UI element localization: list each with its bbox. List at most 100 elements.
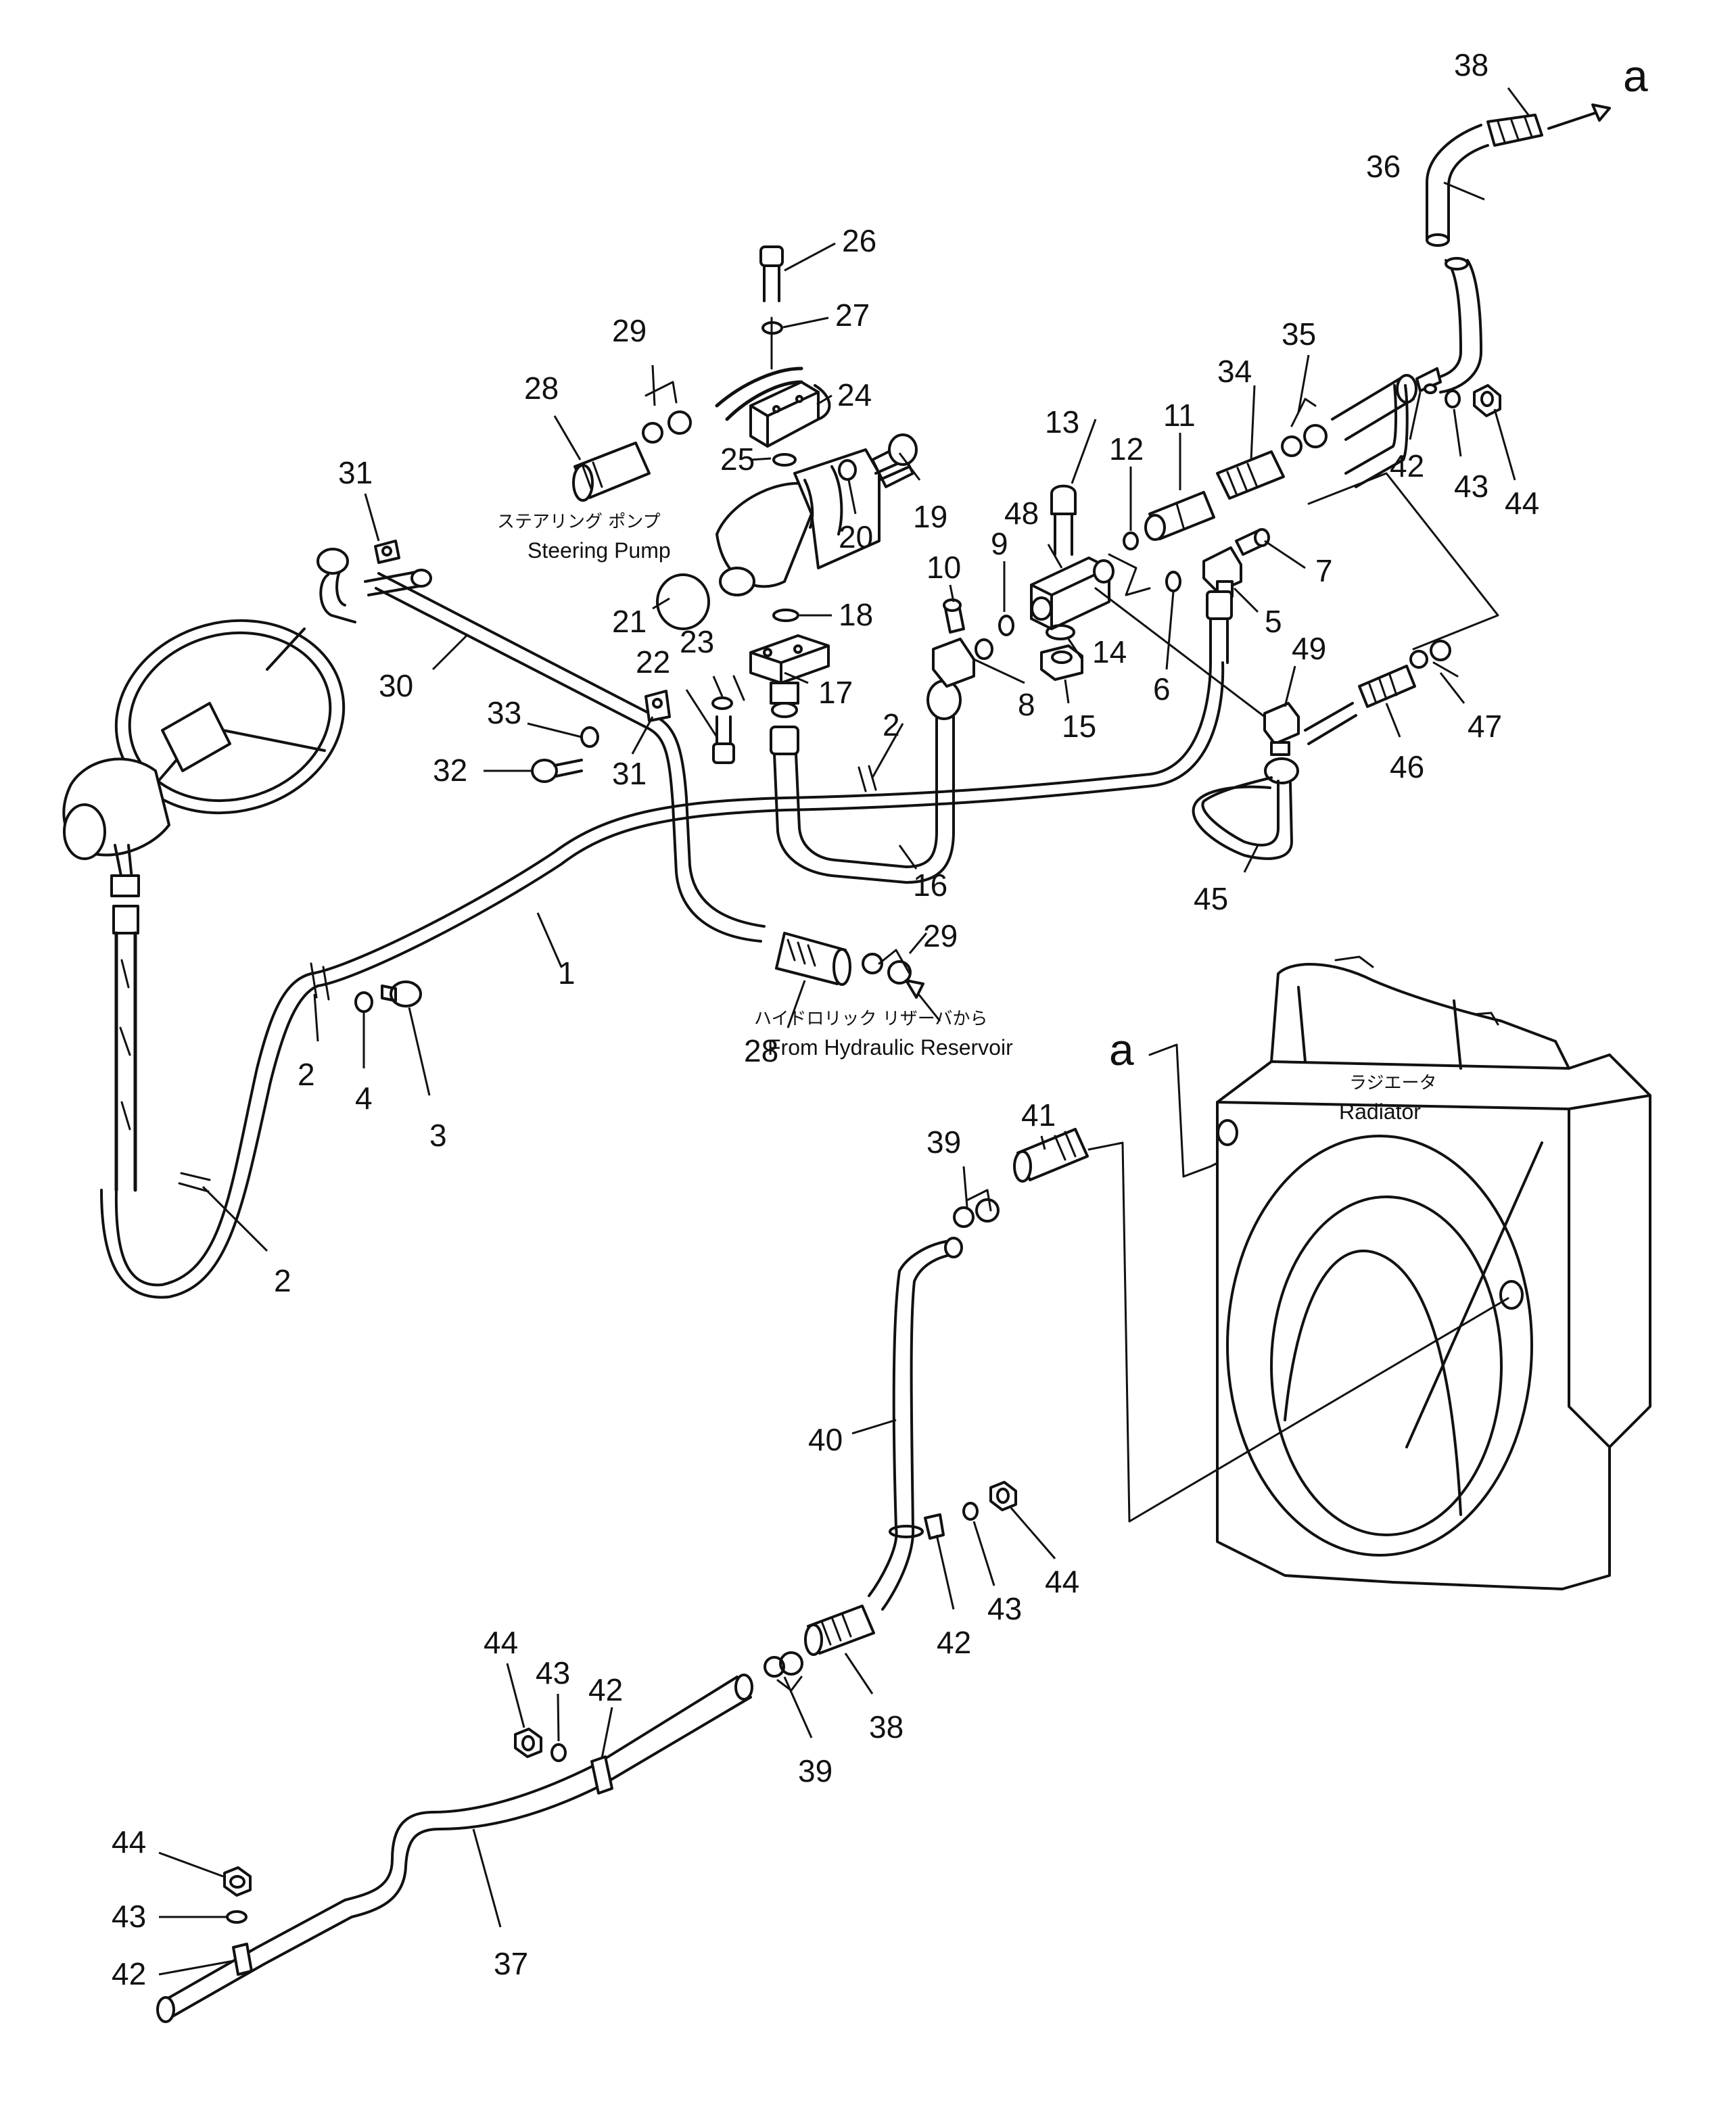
- pipe-37: [156, 1674, 753, 2023]
- connector-48-49: [1094, 587, 1266, 718]
- callout-44-mid: 44: [1045, 1564, 1079, 1599]
- elbow-8: [932, 638, 993, 688]
- clip-42-mid: [924, 1513, 945, 1540]
- bracket-31-mid: [644, 690, 671, 722]
- callout-5: 5: [1265, 604, 1282, 639]
- hose-40: [868, 1237, 963, 1611]
- nut-15: [1040, 644, 1083, 681]
- callout-38-top: 38: [1454, 47, 1488, 82]
- bolt-19: [871, 433, 918, 488]
- callout-25: 25: [720, 442, 755, 477]
- callout-42-lower: 42: [588, 1672, 623, 1707]
- callout-8: 8: [1018, 687, 1035, 722]
- plug-7: [1235, 528, 1270, 556]
- connector-48-6: [1108, 553, 1151, 596]
- bracket-17: [732, 675, 745, 701]
- hose-45: [1192, 757, 1299, 860]
- pipe-return-upper: [1331, 374, 1417, 488]
- bracket-31-top: [374, 540, 400, 564]
- callout-1: 1: [558, 955, 576, 991]
- pipe-49-46: [1304, 702, 1357, 745]
- callout-28-top: 28: [524, 371, 559, 406]
- callout-18: 18: [839, 597, 873, 632]
- callout-44-lower: 44: [484, 1625, 518, 1660]
- callout-44-top: 44: [1505, 485, 1539, 521]
- callout-33: 33: [487, 695, 521, 730]
- callout-47: 47: [1468, 709, 1502, 744]
- callout-21: 21: [612, 604, 647, 639]
- callout-9: 9: [991, 526, 1008, 561]
- callout-42-top: 42: [1390, 448, 1424, 483]
- nut-44-top: [1473, 384, 1501, 417]
- callout-31-mid: 31: [612, 756, 647, 791]
- callout-32: 32: [433, 753, 467, 788]
- callout-37: 37: [494, 1946, 528, 1981]
- o-ring-21: [656, 573, 710, 630]
- washer-43-left: [226, 1910, 248, 1924]
- nut-44-left: [223, 1866, 252, 1897]
- callout-26: 26: [842, 223, 876, 258]
- callout-46: 46: [1390, 749, 1424, 784]
- hose-34: [1216, 450, 1285, 500]
- flange-24: [715, 366, 831, 448]
- fitting-10: [943, 598, 965, 634]
- clip-42-left: [232, 1943, 253, 1976]
- clip-42-top: [1415, 367, 1442, 394]
- radiator-label-jp: ラジエータ: [1349, 1073, 1436, 1093]
- callout-43-top: 43: [1454, 469, 1488, 504]
- callout-43-lower: 43: [536, 1655, 570, 1690]
- callout-14: 14: [1092, 634, 1127, 669]
- clamp-2-c: [858, 765, 877, 792]
- reservoir-label-jp: ハイドロリック リザーバから: [754, 1009, 988, 1029]
- callout-2-mid: 2: [883, 707, 900, 742]
- callout-45: 45: [1194, 881, 1228, 916]
- clamp-38-top: [1486, 114, 1543, 147]
- callout-43-left: 43: [112, 1899, 146, 1934]
- block-48: [1030, 556, 1115, 630]
- callout-11: 11: [1163, 398, 1196, 433]
- callout-29-bottom: 29: [923, 918, 958, 953]
- o-ring-9: [998, 615, 1014, 636]
- callout-36: 36: [1366, 149, 1401, 184]
- steering-pump: [715, 448, 881, 596]
- hose-41: [1013, 1128, 1089, 1183]
- clamp-2-a: [310, 962, 330, 1001]
- washer-23: [711, 696, 733, 710]
- callout-23: 23: [680, 624, 714, 659]
- assembly-bracket: [1307, 472, 1499, 650]
- callout-3: 3: [429, 1118, 447, 1153]
- callout-42-left: 42: [112, 1956, 146, 1991]
- bracket-29-bottom: [878, 949, 911, 975]
- steering-pump-label-en: Steering Pump: [527, 538, 671, 563]
- hose-28-bottom: [775, 932, 851, 986]
- clamp-35: [1281, 424, 1328, 457]
- callout-48: 48: [1004, 496, 1039, 531]
- callout-13: 13: [1045, 404, 1079, 440]
- nut-44-mid: [989, 1481, 1017, 1511]
- pipe-30: [316, 548, 766, 943]
- callout-29-top: 29: [612, 313, 647, 348]
- clamp-29-bottom: [862, 953, 912, 985]
- callout-34: 34: [1217, 354, 1252, 389]
- callout-22: 22: [636, 644, 670, 680]
- callout-24: 24: [837, 377, 872, 412]
- washer-33: [580, 726, 599, 748]
- ref-a-top: a: [1623, 51, 1648, 101]
- callout-28-bottom: 28: [744, 1033, 778, 1068]
- callout-40: 40: [808, 1422, 843, 1457]
- clamp-47: [1409, 640, 1451, 669]
- pipe-1: [100, 661, 1225, 1299]
- washer-43-top: [1445, 389, 1461, 408]
- washer-43-mid: [962, 1502, 979, 1521]
- callout-17: 17: [818, 675, 853, 710]
- ref-a-radiator: a: [1109, 1024, 1134, 1074]
- hose-from-6: [1206, 590, 1233, 664]
- callout-41: 41: [1021, 1097, 1056, 1133]
- hose-28-top: [572, 442, 651, 502]
- callout-6: 6: [1153, 671, 1171, 707]
- hose-46: [1358, 665, 1416, 708]
- callout-4: 4: [355, 1081, 373, 1116]
- bolt-3: [381, 980, 422, 1008]
- callout-16: 16: [913, 868, 947, 903]
